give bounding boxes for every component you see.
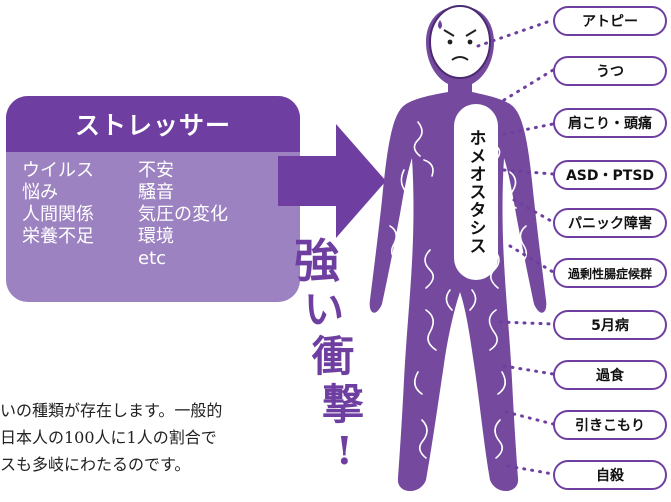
stressor-box: ストレッサー ウイルス 悩み 人間関係 栄養不足 不安 騒音 気圧の変化 環境 … (6, 96, 300, 302)
sweat-drop-icon (438, 20, 442, 29)
symptom-pill: アトピー (553, 6, 667, 36)
impact-char: 強 (294, 234, 340, 288)
paragraph-line: スも多岐にわたるのです。 (0, 455, 191, 474)
stressor-list-left: ウイルス 悩み 人間関係 栄養不足 (22, 160, 94, 248)
stressor-item: 不安 (138, 160, 174, 181)
symptom-label: 過剰性腸症候群 (567, 266, 652, 281)
symptom-pill: 肩こり・頭痛 (553, 108, 667, 138)
face-mouth (451, 56, 469, 61)
impact-char: 撃 (322, 380, 365, 429)
stressor-list-right: 不安 騒音 気圧の変化 環境 etc (138, 160, 228, 270)
symptom-label: アトピー (582, 14, 638, 30)
symptom-pill: パニック障害 (553, 208, 667, 238)
stressor-item: etc (138, 248, 167, 269)
impact-char: 衝 (312, 332, 355, 381)
symptom-pill: 5月病 (553, 310, 667, 340)
impact-text: 強 い 衝 撃 ! (292, 238, 392, 478)
symptom-pill: 過剰性腸症候群 (553, 258, 667, 288)
face (429, 5, 491, 79)
stressor-item: 人間関係 (22, 204, 94, 225)
face-eye (467, 39, 473, 45)
stressor-item: 気圧の変化 (138, 204, 228, 225)
stressor-item: 環境 (138, 226, 174, 247)
symptom-label: うつ (596, 64, 624, 80)
symptom-label: 過食 (596, 368, 624, 384)
symptom-label: パニック障害 (568, 216, 652, 232)
homeostasis-label: ホメオスタシス (454, 104, 498, 280)
face-eyebrow (443, 29, 477, 37)
symptom-label: 引きこもり (575, 418, 645, 434)
stressor-item: 悩み (22, 182, 58, 203)
homeostasis-text: ホメオスタシス (465, 129, 486, 255)
paragraph-line: いの種類が存在します。一般的 (0, 401, 223, 420)
body-paragraph: いの種類が存在します。一般的 日本人の100人に1人の割合で スも多岐にわたるの… (0, 397, 300, 478)
impact-char: い (304, 286, 344, 333)
symptom-label: 5月病 (591, 318, 629, 334)
stressor-list: ウイルス 悩み 人間関係 栄養不足 不安 騒音 気圧の変化 環境 etc (6, 152, 300, 302)
impact-char: ! (336, 428, 353, 473)
symptom-label: 肩こり・頭痛 (568, 116, 652, 132)
symptom-pill: 過食 (553, 360, 667, 390)
symptom-pill: 引きこもり (553, 410, 667, 440)
symptom-label: ASD・PTSD (565, 168, 655, 184)
right-arrow-icon (278, 124, 386, 238)
stressor-item: ウイルス (22, 160, 94, 181)
stressor-item: 栄養不足 (22, 226, 94, 247)
face-eye (447, 39, 453, 45)
paragraph-line: 日本人の100人に1人の割合で (0, 428, 217, 447)
symptom-pill: 自殺 (553, 460, 667, 490)
symptom-label: 自殺 (596, 468, 624, 484)
symptom-pill: ASD・PTSD (553, 160, 667, 190)
stressor-item: 騒音 (138, 182, 174, 203)
symptom-pill: うつ (553, 56, 667, 86)
stressor-title: ストレッサー (6, 96, 300, 152)
